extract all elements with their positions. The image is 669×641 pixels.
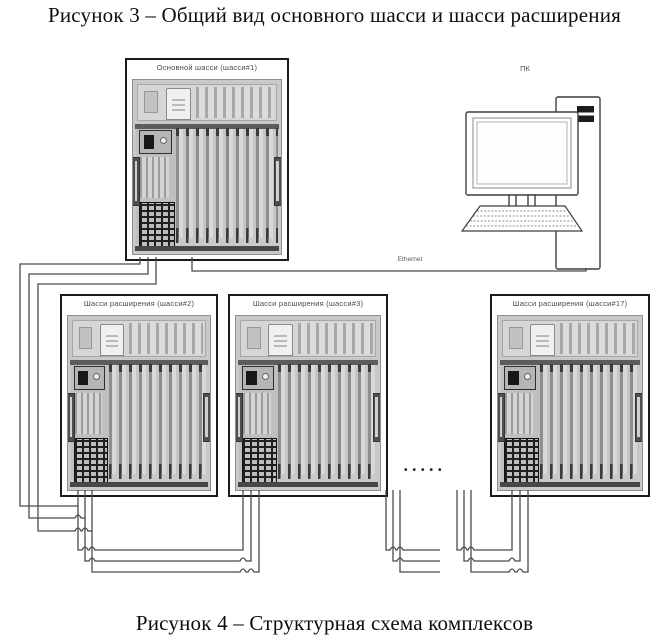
controller-module [73, 365, 106, 391]
card-cage-bottom-rail [238, 482, 378, 488]
pc-monitor-screen [476, 121, 568, 185]
panel-chip [508, 326, 523, 350]
expansion-chassis-3-photo [235, 315, 381, 491]
figure3-caption: Рисунок 3 – Общий вид основного шасси и … [47, 3, 621, 27]
panel-slots [128, 323, 203, 355]
card-slots [277, 363, 378, 479]
controller-module [241, 365, 274, 391]
card-cage-top-rail [238, 359, 378, 366]
panel-module [530, 324, 555, 357]
right-side-rail [634, 392, 642, 442]
pc-monitor-stand [508, 194, 517, 209]
terminal-connector-block [503, 437, 539, 486]
module-display [246, 370, 257, 386]
panel-module [165, 88, 192, 121]
pc-tower [555, 96, 601, 270]
expansion-chassis-2-label: Шасси расширения (шасси#2) [83, 299, 195, 308]
module-button [523, 372, 531, 380]
panel-module [268, 324, 293, 357]
right-side-rail [372, 392, 380, 442]
left-side-rail [498, 392, 506, 442]
terminal-connector-block [73, 437, 109, 486]
cable-exp2-to-exp3-a [77, 490, 244, 551]
main-chassis-photo [132, 79, 282, 255]
expansion-chassis-2-photo [67, 315, 211, 491]
chassis-top-panel [240, 320, 377, 358]
module-display [143, 134, 155, 150]
chassis-top-panel [72, 320, 207, 358]
module-button [159, 136, 167, 144]
panel-slots [196, 87, 274, 119]
ethernet-label: Ethernet [397, 256, 423, 263]
left-cards [75, 392, 103, 435]
module-display [508, 370, 519, 386]
cable-exp17-incoming-c [470, 490, 529, 573]
main-chassis-label: Основной шасси (шасси#1) [156, 63, 258, 72]
cable-exp3-outgoing-b [392, 490, 440, 562]
cable-exp2-to-exp3-c [91, 490, 260, 573]
cable-exp17-incoming-a [456, 490, 513, 551]
main-chassis: Основной шасси (шасси#1) [125, 58, 289, 261]
pc-label: ПК [520, 64, 530, 73]
module-button [261, 372, 269, 380]
left-side-rail [68, 392, 75, 442]
left-side-rail [133, 156, 141, 206]
card-slots [539, 363, 640, 479]
omitted-chassis-dots: ••••• [404, 465, 447, 476]
card-slots [175, 127, 279, 243]
figure4-caption: Рисунок 4 – Структурная схема комплексов [135, 611, 534, 635]
pc-keyboard-keys [466, 210, 576, 227]
module-button [93, 372, 101, 380]
expansion-chassis-17-photo [497, 315, 643, 491]
panel-slots [297, 323, 373, 355]
panel-slots [559, 323, 635, 355]
cable-exp3-outgoing-c [399, 490, 440, 573]
left-cards [505, 392, 533, 435]
card-cage-bottom-rail [500, 482, 640, 488]
module-display [78, 370, 89, 386]
pc-monitor [465, 111, 579, 196]
cable-exp17-incoming-b [463, 490, 521, 562]
expansion-chassis-3: Шасси расширения (шасси#3) [228, 294, 388, 497]
chassis-top-panel [137, 84, 278, 122]
expansion-chassis-2: Шасси расширения (шасси#2) [60, 294, 218, 497]
right-side-rail [273, 156, 281, 206]
left-cards [243, 392, 271, 435]
left-side-rail [236, 392, 244, 442]
cable-exp2-to-exp3-b [84, 490, 252, 562]
expansion-chassis-17-label: Шасси расширения (шасси#17) [512, 299, 628, 308]
pc-drive-slot [577, 106, 594, 113]
card-cage-top-rail [135, 123, 279, 130]
terminal-connector-block [138, 201, 175, 250]
panel-chip [78, 326, 93, 350]
pc-keyboard [460, 205, 584, 232]
card-slots [109, 363, 208, 479]
pc-drive-slot [577, 115, 594, 122]
left-cards [140, 156, 169, 199]
pc-monitor-bezel [472, 117, 572, 189]
right-side-rail [203, 392, 210, 442]
card-cage-bottom-rail [135, 246, 279, 252]
panel-chip [143, 90, 159, 114]
pc-monitor-stand [527, 194, 536, 209]
controller-module [138, 129, 172, 155]
expansion-chassis-3-label: Шасси расширения (шасси#3) [252, 299, 364, 308]
panel-module [99, 324, 125, 357]
expansion-chassis-17: Шасси расширения (шасси#17) [490, 294, 650, 497]
chassis-top-panel [502, 320, 639, 358]
cable-exp3-outgoing-a [385, 490, 440, 551]
controller-module [503, 365, 536, 391]
terminal-connector-block [241, 437, 277, 486]
panel-chip [246, 326, 261, 350]
card-cage-bottom-rail [70, 482, 208, 488]
card-cage-top-rail [500, 359, 640, 366]
